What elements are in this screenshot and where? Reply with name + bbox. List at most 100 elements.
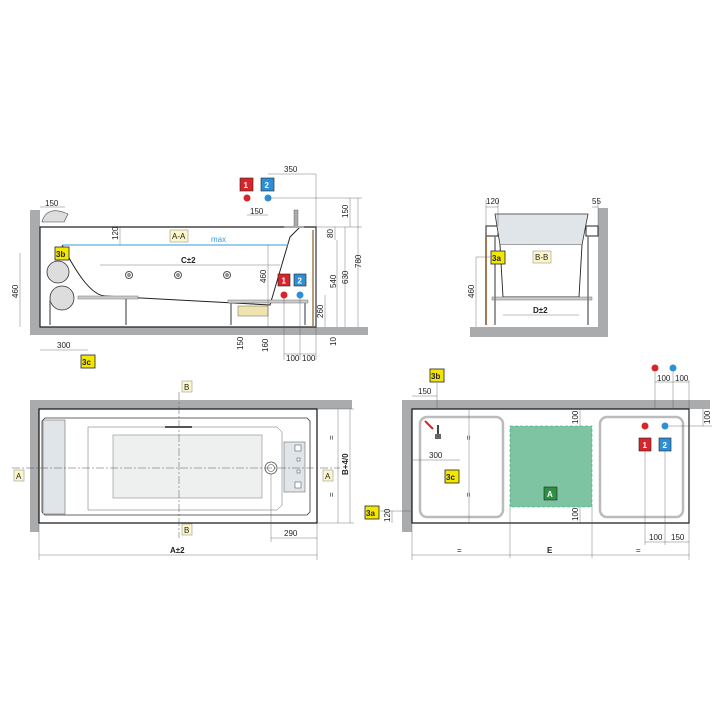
marker-3c (444, 469, 460, 484)
dimension-lines (19, 173, 362, 360)
dim-a: A±2 (170, 546, 185, 555)
cold-water-badge (260, 177, 275, 192)
dim-100: 100 (657, 374, 671, 383)
dimension-lines (475, 200, 599, 327)
jet-icon (127, 273, 131, 277)
wall (402, 400, 412, 532)
zone-a-badge (543, 486, 558, 501)
hot-badge-text: 1 (244, 181, 249, 190)
pump-motor (49, 285, 75, 311)
cold-badge-text: 2 (298, 277, 303, 286)
equal-mark: = (327, 435, 336, 440)
jet-icon (125, 271, 133, 279)
dim-100: 100 (675, 374, 689, 383)
support-shelf (491, 296, 593, 301)
cold-water-icon (296, 291, 304, 299)
cold-water-icon (669, 364, 677, 372)
equal-mark: = (464, 435, 473, 440)
control-panel (283, 441, 306, 493)
dim-120: 120 (111, 226, 120, 240)
section-aa-label: A-A (172, 232, 186, 241)
wall (598, 208, 608, 337)
cold-badge-text: 2 (663, 441, 668, 450)
marker-3a-text: 3a (366, 509, 375, 518)
hot-water-icon (243, 194, 251, 202)
blower-motor (46, 260, 70, 284)
dim-150: 150 (45, 199, 59, 208)
section-a-marker (13, 469, 25, 482)
dim-100: 100 (649, 533, 663, 542)
tub-inner (87, 426, 283, 511)
faucet (284, 209, 304, 228)
support-shelf (77, 295, 139, 300)
section-b-label: B (184, 526, 189, 535)
headrest (41, 210, 69, 223)
dim-300: 300 (429, 451, 443, 460)
installation-plan-view: A 1 2 3b 3c 3a 150 300 120 (364, 364, 712, 560)
marker-3c-text: 3c (82, 358, 91, 367)
dim-460: 460 (11, 284, 20, 298)
dim-120: 120 (486, 197, 500, 206)
jet-icon (174, 271, 182, 279)
dim-300: 300 (57, 341, 71, 350)
jet-icon (223, 271, 231, 279)
dim-780: 780 (354, 254, 363, 268)
dim-150: 150 (671, 533, 685, 542)
marker-3b (54, 246, 70, 261)
dim-100: 100 (286, 354, 300, 363)
cold-badge-text: 2 (265, 181, 270, 190)
dim-10: 10 (329, 337, 338, 346)
control-buttons (294, 444, 302, 489)
dim-260: 260 (316, 304, 325, 318)
dimension-lines (38, 408, 354, 560)
tub-rim (494, 213, 589, 246)
dim-290: 290 (284, 529, 298, 538)
marker-3a (490, 250, 506, 265)
dim-100: 100 (703, 410, 712, 424)
floor (470, 327, 608, 337)
drain-valve-icon (437, 425, 439, 435)
dim-120: 120 (383, 508, 392, 522)
cold-water-icon (661, 422, 669, 430)
jets (125, 271, 231, 279)
drain-siphon (237, 305, 269, 317)
marker-3a-text: 3a (492, 254, 501, 263)
dim-100: 100 (571, 507, 580, 521)
section-bb-view: 3a B-B 120 55 460 D±2 (467, 197, 608, 337)
marker-3c-text: 3c (446, 473, 455, 482)
arrow-icon (424, 420, 434, 430)
dim-150: 150 (236, 336, 245, 350)
dim-150: 150 (250, 207, 264, 216)
dim-540: 540 (329, 274, 338, 288)
hot-water-badge (277, 273, 291, 287)
dim-460: 460 (467, 284, 476, 298)
hot-water-icon (651, 364, 659, 372)
dim-80: 80 (326, 229, 335, 238)
equal-mark: = (636, 546, 641, 555)
dim-e: E (547, 546, 553, 555)
marker-3a (364, 505, 380, 520)
dim-100: 100 (571, 410, 580, 424)
section-b-label: B (184, 383, 189, 392)
dim-b: B+4/0 (341, 453, 350, 475)
marker-3b-text: 3b (431, 372, 440, 381)
zone-a-label: A (547, 490, 553, 499)
jet-icon (176, 273, 180, 277)
marker-3b-text: 3b (56, 250, 65, 259)
dim-350: 350 (284, 165, 298, 174)
section-b-marker (181, 380, 193, 393)
dim-160: 160 (261, 338, 270, 352)
wall (30, 400, 39, 532)
dimension-lines (380, 372, 712, 560)
equal-mark: = (464, 492, 473, 497)
section-aa-view: max A-A 3b 3c 1 2 (11, 165, 368, 369)
marker-3b (429, 368, 445, 383)
drain-valve-icon (435, 434, 441, 439)
section-b-marker (181, 523, 193, 536)
dim-150: 150 (341, 204, 350, 218)
wall (402, 400, 710, 409)
wall (30, 210, 40, 335)
access-panel-outline (418, 415, 505, 519)
headrest (42, 419, 66, 515)
